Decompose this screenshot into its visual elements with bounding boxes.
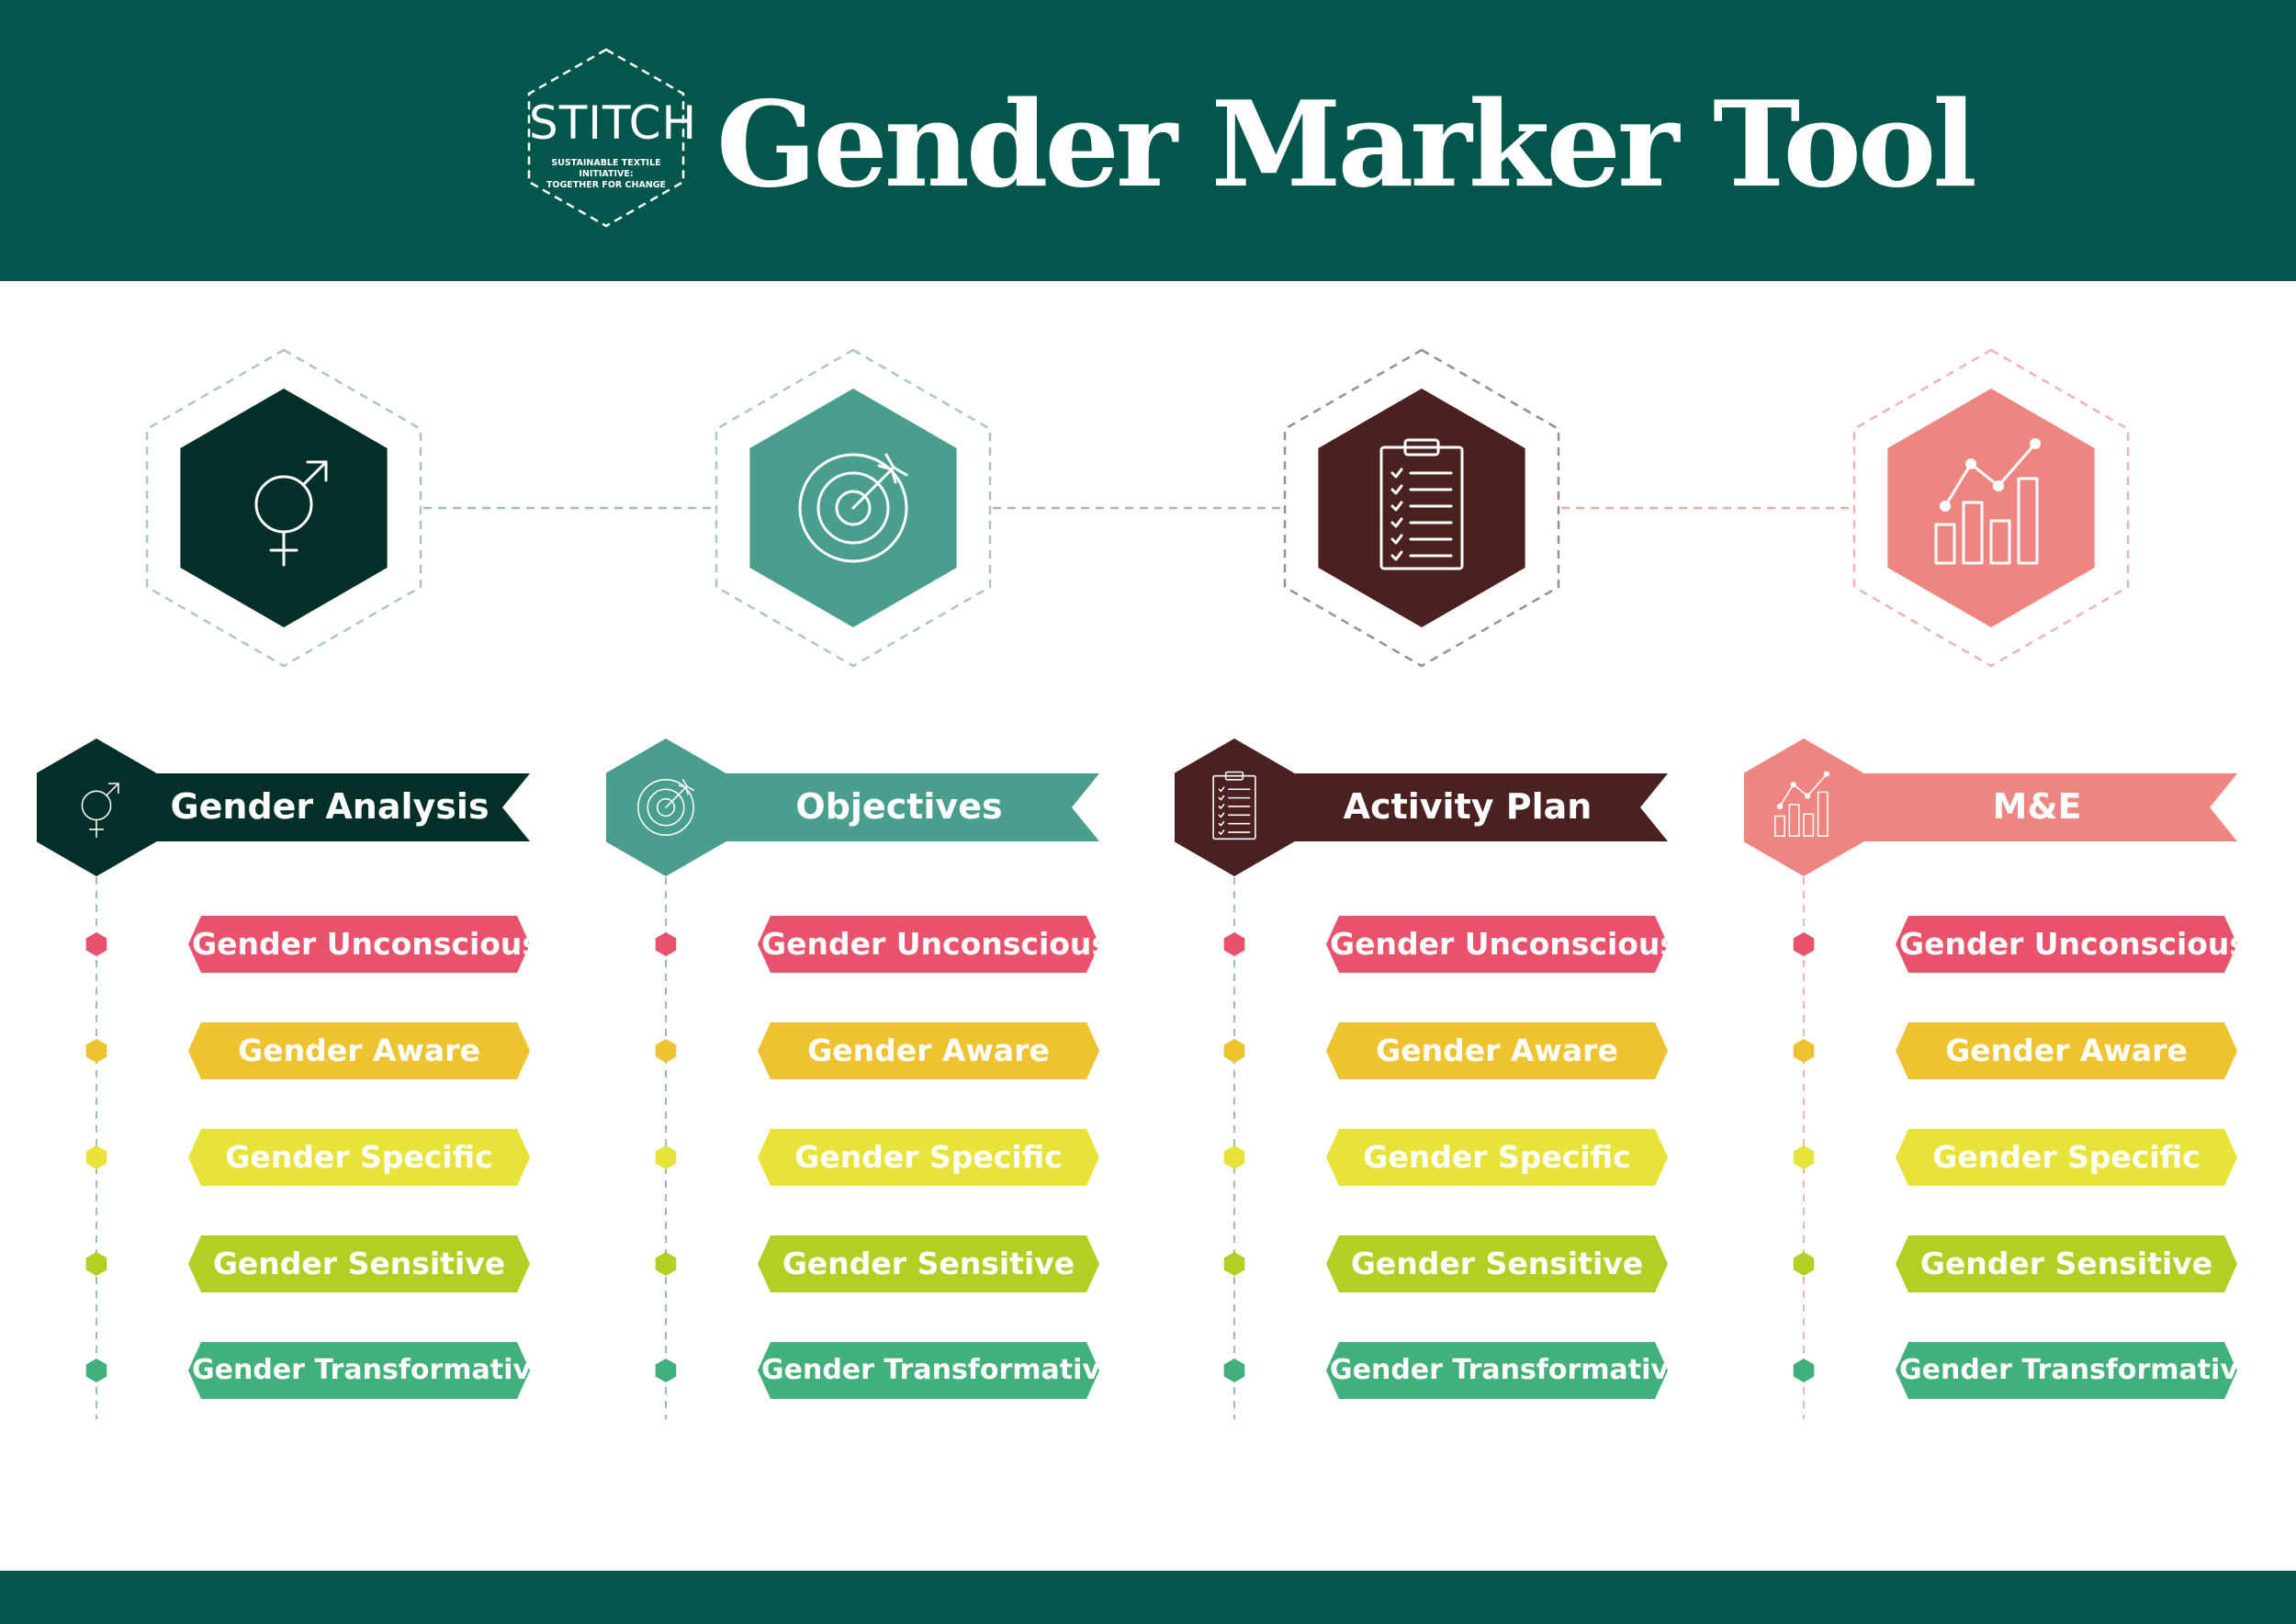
- stage-hex: [180, 389, 388, 627]
- level-dot: [655, 932, 677, 956]
- level-pill: [1896, 1129, 2237, 1186]
- level-label-gender-aware: Gender Aware: [807, 1032, 1050, 1068]
- level-dot: [1793, 1039, 1815, 1063]
- level-label-gender-aware: Gender Aware: [1376, 1032, 1618, 1068]
- stage-ribbon: [1238, 773, 1668, 841]
- stage-activity-plan: [1175, 348, 1668, 1419]
- level-label-gender-sensitive: Gender Sensitive: [212, 1246, 506, 1281]
- stage-label-gender-analysis: Gender Analysis: [170, 786, 490, 827]
- level-dot: [1793, 932, 1815, 956]
- level-label-gender-unconscious: Gender Unconscious: [1330, 926, 1679, 962]
- stitch-logo: [527, 48, 685, 228]
- level-dot: [85, 1145, 107, 1169]
- bar-chart-icon: [1934, 438, 2041, 565]
- level-pill: [1896, 1235, 2237, 1292]
- logo-subtitle-line1: SUSTAINABLE TEXTILE INITIATIVE:: [551, 158, 661, 179]
- stage-badge-hex: [1744, 739, 1863, 876]
- level-label-gender-unconscious: Gender Unconscious: [192, 926, 541, 962]
- level-label-gender-transformative: Gender Transformative: [761, 1354, 1120, 1386]
- level-label-gender-transformative: Gender Transformative: [1899, 1354, 2257, 1386]
- stage-ribbon: [670, 773, 1099, 841]
- level-dot: [85, 1359, 107, 1382]
- level-pill: [1326, 916, 1668, 973]
- level-dot: [1223, 1145, 1245, 1169]
- level-pill: [188, 1235, 530, 1292]
- level-label-gender-transformative: Gender Transformative: [1330, 1354, 1688, 1386]
- level-pill: [1326, 1235, 1668, 1292]
- level-label-gender-aware: Gender Aware: [238, 1032, 480, 1068]
- page-title: Gender Marker Tool: [716, 76, 1977, 214]
- level-pill: [758, 1235, 1099, 1292]
- level-pill: [1326, 1129, 1668, 1186]
- stage-gender-analysis: [37, 348, 530, 1419]
- header-bar: [0, 0, 2296, 281]
- stage-hex-outline: [145, 348, 422, 668]
- level-dot: [1793, 1145, 1815, 1169]
- level-dot: [655, 1039, 677, 1063]
- clipboard-icon: [1379, 438, 1464, 570]
- stage-mande: [1744, 348, 2237, 1419]
- stage-badge-hex: [37, 739, 156, 876]
- level-dot: [655, 1252, 677, 1276]
- level-dot: [85, 932, 107, 956]
- level-label-gender-transformative: Gender Transformative: [192, 1354, 550, 1386]
- target-icon-small: [637, 779, 694, 836]
- stage-badge-hex: [1175, 739, 1294, 876]
- stage-hex-outline: [715, 348, 992, 668]
- level-pill: [1896, 1022, 2237, 1079]
- stage-label-mande: M&E: [1992, 786, 2082, 827]
- level-label-gender-specific: Gender Specific: [794, 1139, 1063, 1175]
- footer-bar: [0, 1571, 2296, 1624]
- level-pill: [1326, 1022, 1668, 1079]
- level-pill: [1326, 1342, 1668, 1399]
- level-dot: [655, 1359, 677, 1382]
- level-label-gender-sensitive: Gender Sensitive: [782, 1246, 1075, 1281]
- level-label-gender-specific: Gender Specific: [1363, 1139, 1631, 1175]
- level-dot: [1793, 1252, 1815, 1276]
- stage-hex-outline: [1283, 348, 1560, 668]
- stage-hex: [1318, 389, 1525, 627]
- stage-ribbon: [100, 773, 530, 841]
- stage-objectives: [606, 348, 1099, 1419]
- level-label-gender-unconscious: Gender Unconscious: [761, 926, 1110, 962]
- level-label-gender-sensitive: Gender Sensitive: [1350, 1246, 1644, 1281]
- logo-subtitle: SUSTAINABLE TEXTILE INITIATIVE: TOGETHER…: [537, 158, 675, 191]
- stage-hex-outline: [1852, 348, 2130, 668]
- level-dot: [655, 1145, 677, 1169]
- level-label-gender-unconscious: Gender Unconscious: [1899, 926, 2248, 962]
- bar-chart-icon-small: [1774, 771, 1830, 837]
- level-pill: [188, 1129, 530, 1186]
- level-pill: [188, 916, 530, 973]
- level-dot: [85, 1039, 107, 1063]
- stage-hex: [1887, 389, 2095, 627]
- level-label-gender-specific: Gender Specific: [225, 1139, 493, 1175]
- level-pill: [188, 1022, 530, 1079]
- clipboard-icon-small: [1212, 771, 1256, 840]
- stage-label-objectives: Objectives: [795, 786, 1003, 827]
- stage-ribbon: [1807, 773, 2237, 841]
- level-pill: [1896, 1342, 2237, 1399]
- level-pill: [758, 1129, 1099, 1186]
- level-pill: [1896, 916, 2237, 973]
- logo-subtitle-line2: TOGETHER FOR CHANGE: [546, 180, 667, 190]
- level-dot: [85, 1252, 107, 1276]
- stage-label-activity-plan: Activity Plan: [1343, 786, 1593, 827]
- gender-symbol-icon-small: [81, 783, 119, 839]
- level-pill: [758, 916, 1099, 973]
- gender-symbol-icon: [254, 460, 328, 567]
- level-pill: [758, 1022, 1099, 1079]
- level-dot: [1223, 1252, 1245, 1276]
- target-icon: [798, 453, 908, 563]
- logo-word: STITCH: [529, 96, 698, 150]
- level-label-gender-specific: Gender Specific: [1932, 1139, 2200, 1175]
- level-dot: [1223, 932, 1245, 956]
- level-label-gender-aware: Gender Aware: [1945, 1032, 2188, 1068]
- level-pill: [188, 1342, 530, 1399]
- level-pill: [758, 1342, 1099, 1399]
- level-dot: [1223, 1039, 1245, 1063]
- level-dot: [1223, 1359, 1245, 1382]
- level-dot: [1793, 1359, 1815, 1382]
- level-label-gender-sensitive: Gender Sensitive: [1919, 1246, 2213, 1281]
